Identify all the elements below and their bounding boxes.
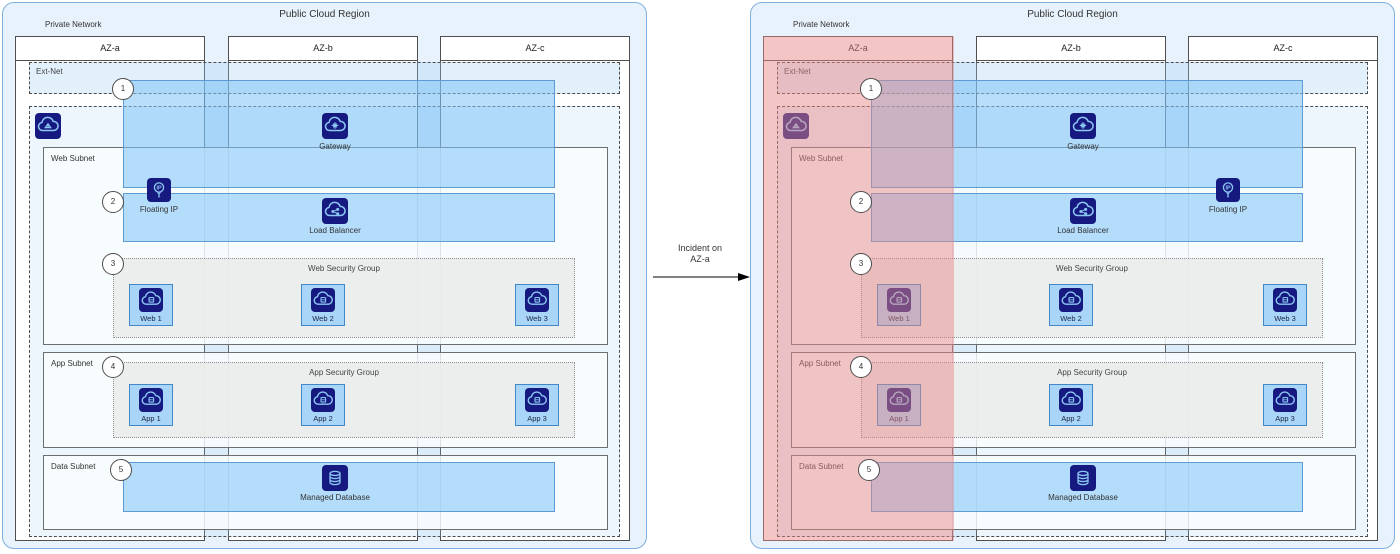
step-marker-4: 4 [102,356,124,378]
az-header-b: AZ-b [229,37,417,61]
vm-web-3: Web 3 [515,284,559,326]
floating-ip-icon [1216,178,1240,202]
step-marker-5: 5 [110,459,132,481]
server-cloud-icon [1059,288,1083,312]
app-subnet-label: App Subnet [51,359,93,368]
server-cloud-icon [525,388,549,412]
vm-label: App 3 [1275,414,1295,423]
step-marker-3: 3 [850,253,872,275]
server-cloud-icon [139,288,163,312]
web-security-group-label: Web Security Group [308,264,380,273]
vm-label: App 1 [141,414,161,423]
vm-app-3: App 3 [1263,384,1307,426]
step-marker-4: 4 [850,356,872,378]
vm-label: App 2 [313,414,333,423]
az-header-b: AZ-b [977,37,1165,61]
vm-app-1: App 1 [129,384,173,426]
floating-ip-label: Floating IP [139,205,179,214]
data-subnet-label: Data Subnet [51,462,96,471]
gateway-icon [1070,113,1096,139]
server-cloud-icon [311,388,335,412]
vm-label: Web 2 [1060,314,1082,323]
step-marker-1: 1 [112,78,134,100]
web-subnet-label: Web Subnet [51,154,95,163]
vm-label: Web 3 [526,314,548,323]
server-cloud-icon [139,388,163,412]
database-label: Managed Database [1048,493,1118,502]
vm-label: App 2 [1061,414,1081,423]
vm-app-2: App 2 [301,384,345,426]
az-header-c: AZ-c [1189,37,1377,61]
vm-web-1: Web 1 [877,284,921,326]
load-balancer-icon [322,198,348,224]
step-marker-5: 5 [858,459,880,481]
vm-label: Web 1 [140,314,162,323]
server-cloud-icon [1273,388,1297,412]
vm-label: App 3 [527,414,547,423]
az-header-a: AZ-a [764,37,952,61]
region-title: Public Cloud Region [279,9,370,20]
private-network-icon [35,113,61,139]
server-cloud-icon [311,288,335,312]
load-balancer-label: Load Balancer [1057,226,1109,235]
step-marker-1: 1 [860,78,882,100]
gateway-label: Gateway [1067,142,1099,151]
database-icon [322,465,348,491]
app-security-group-label: App Security Group [1057,368,1127,377]
vm-app-1: App 1 [877,384,921,426]
step-marker-2: 2 [102,191,124,213]
data-subnet-label: Data Subnet [799,462,844,471]
vm-app-3: App 3 [515,384,559,426]
app-subnet-label: App Subnet [799,359,841,368]
load-balancer-icon [1070,198,1096,224]
region-title: Public Cloud Region [1027,9,1118,20]
step-marker-3: 3 [102,253,124,275]
ext-net-label: Ext-Net [36,67,63,76]
server-cloud-icon [887,388,911,412]
web-security-group-label: Web Security Group [1056,264,1128,273]
incident-label: Incident on AZ-a [677,243,723,264]
incident-zone-overlay [763,36,954,541]
app-security-group-label: App Security Group [309,368,379,377]
vm-web-2: Web 2 [301,284,345,326]
server-cloud-icon [1059,388,1083,412]
vm-label: Web 3 [1274,314,1296,323]
vm-label: App 1 [889,414,909,423]
private-network-label: Private Network [793,20,850,29]
ext-net-label: Ext-Net [784,67,811,76]
region-panel-incident: Public Cloud Region AZ-a AZ-b AZ-c Ext-N… [750,2,1395,549]
vm-label: Web 1 [888,314,910,323]
region-panel-normal: Public Cloud Region AZ-a AZ-b AZ-c Ext-N… [2,2,647,549]
private-network-icon [783,113,809,139]
az-header-c: AZ-c [441,37,629,61]
floating-ip-icon [147,178,171,202]
incident-connector: Incident on AZ-a [650,243,750,283]
gateway-icon [322,113,348,139]
gateway-label: Gateway [319,142,351,151]
az-header-a: AZ-a [16,37,204,61]
gateway-band [123,80,555,188]
floating-ip-label: Floating IP [1208,205,1248,214]
server-cloud-icon [1273,288,1297,312]
vm-app-2: App 2 [1049,384,1093,426]
database-icon [1070,465,1096,491]
vm-web-2: Web 2 [1049,284,1093,326]
server-cloud-icon [525,288,549,312]
database-label: Managed Database [300,493,370,502]
web-subnet-label: Web Subnet [799,154,843,163]
vm-web-1: Web 1 [129,284,173,326]
right-arrow-icon [653,272,750,281]
load-balancer-label: Load Balancer [309,226,361,235]
vm-web-3: Web 3 [1263,284,1307,326]
vm-label: Web 2 [312,314,334,323]
server-cloud-icon [887,288,911,312]
step-marker-2: 2 [850,191,872,213]
private-network-label: Private Network [45,20,102,29]
